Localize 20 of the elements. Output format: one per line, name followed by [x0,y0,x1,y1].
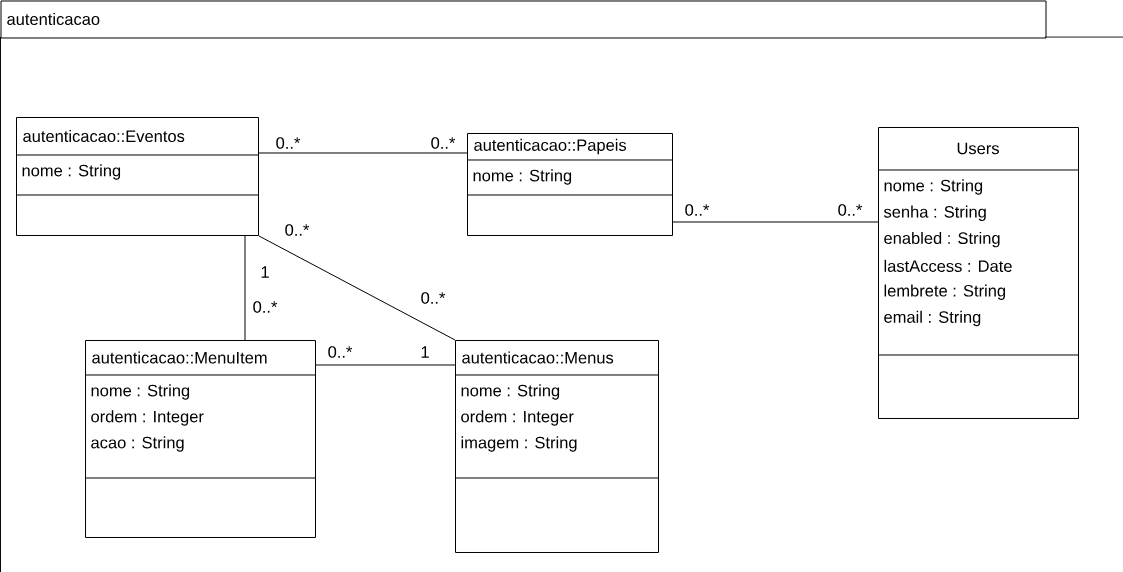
multiplicity-label: 1 [421,346,429,358]
association-line [244,235,246,341]
multiplicity-label: 0..* [431,137,456,149]
multiplicity-label: 1 [261,266,269,278]
class-box: autenticacao::Eventos nome : String [15,117,259,236]
association-line [315,364,456,366]
class-box: autenticacao::Papeis nome : String [466,133,673,236]
multiplicity-label: 0..* [685,204,710,216]
association-line [258,152,468,154]
multiplicity-label: 0..* [328,346,353,358]
multiplicity-label: 0..* [253,301,278,313]
multiplicity-label: 0..* [285,224,310,236]
class-box: autenticacao::MenuItem nome : String ordem : Integer acao : String [84,340,316,538]
association-line [258,235,456,341]
multiplicity-label: 0..* [421,292,446,304]
multiplicity-label: 0..* [838,204,863,216]
multiplicity-label: 0..* [276,137,301,149]
association-line [672,221,879,223]
class-box: Users nome : String senha : String enabled : String lastAccess : Date lembrete : String email : String [877,127,1079,419]
class-box: autenticacao::Menus nome : String ordem : Integer imagem : String [454,340,659,553]
